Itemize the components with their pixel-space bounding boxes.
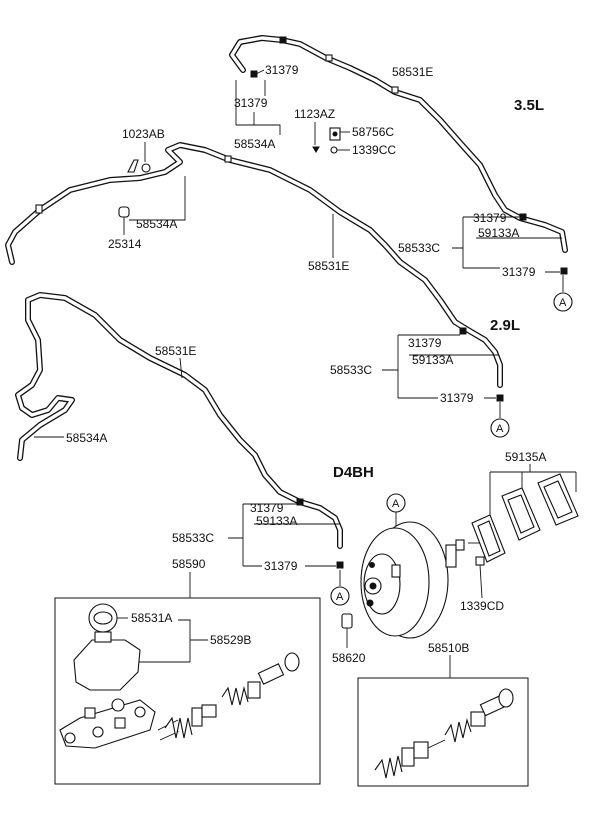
part-label-31379-d: 31379 bbox=[502, 265, 536, 279]
screw-icon bbox=[330, 146, 338, 154]
part-label-1023ab: 1023AB bbox=[122, 127, 165, 141]
part-label-1339cd: 1339CD bbox=[460, 599, 504, 613]
part-label-58756c: 58756C bbox=[352, 125, 394, 139]
clamp-icon bbox=[336, 561, 344, 569]
grommet-icon bbox=[118, 206, 130, 218]
master-cylinder-box bbox=[54, 597, 321, 785]
part-label-59133a-b: 59133A bbox=[412, 353, 453, 367]
clip-icon bbox=[35, 204, 43, 214]
part-label-31379-g: 31379 bbox=[250, 501, 284, 515]
part-label-31379-h: 31379 bbox=[264, 559, 298, 573]
bracket-icon bbox=[127, 159, 139, 173]
part-label-31379-f: 31379 bbox=[440, 391, 474, 405]
part-label-31379-c: 31379 bbox=[473, 211, 507, 225]
callout-a-letter: A bbox=[392, 498, 400, 510]
spring-icon bbox=[374, 755, 403, 779]
engine-label-2-9l: 2.9L bbox=[490, 317, 520, 334]
reservoir-icon bbox=[73, 639, 141, 691]
brake-booster: A bbox=[360, 493, 482, 639]
callout-a-letter: A bbox=[559, 297, 567, 309]
part-label-58534a-upper: 58534A bbox=[234, 137, 275, 151]
master-cylinder-assembly: 58531A 58529B bbox=[59, 603, 300, 749]
part-label-31379-e: 31379 bbox=[408, 336, 442, 350]
check-valve-group-d4bh: 31379 59133A 58533C 31379 A bbox=[172, 501, 350, 606]
bolt-icon bbox=[312, 146, 320, 153]
part-label-1339cc: 1339CC bbox=[352, 143, 396, 157]
bolt-icon bbox=[141, 163, 151, 173]
clip-icon bbox=[325, 54, 333, 62]
callout-a-circle bbox=[553, 292, 573, 312]
part-label-58531e-upper: 58531E bbox=[392, 65, 433, 79]
part-label-58531e-mid: 58531E bbox=[308, 259, 349, 273]
part-label-58533c-c: 58533C bbox=[172, 531, 214, 545]
clamp-icon bbox=[459, 327, 467, 335]
piston-kit bbox=[374, 688, 514, 779]
part-label-58510b: 58510B bbox=[428, 641, 469, 655]
gasket-group: 59135A bbox=[471, 450, 579, 563]
part-label-58531e-lower: 58531E bbox=[155, 344, 196, 358]
part-label-58534a-mid: 58534A bbox=[136, 217, 177, 231]
part-label-58590: 58590 bbox=[172, 557, 206, 571]
part-label-58534a-lower: 58534A bbox=[66, 431, 107, 445]
callout-a-letter: A bbox=[336, 591, 344, 603]
callout-a-letter: A bbox=[496, 423, 504, 435]
spring-icon bbox=[164, 716, 193, 739]
check-valve-port-icon bbox=[391, 564, 401, 578]
clamp-icon bbox=[560, 267, 568, 275]
spring-icon bbox=[221, 685, 249, 706]
part-label-31379-a: 31379 bbox=[265, 63, 299, 77]
piston-kit-box bbox=[357, 677, 529, 787]
part-label-59133a-a: 59133A bbox=[478, 226, 519, 240]
part-label-58531a: 58531A bbox=[131, 611, 172, 625]
part-label-58620: 58620 bbox=[332, 651, 366, 665]
spring-icon bbox=[444, 717, 472, 743]
part-label-59133a-c: 59133A bbox=[256, 514, 297, 528]
check-valve-group-2-9l: 31379 59133A 58533C 31379 A bbox=[330, 334, 510, 438]
part-label-59135a: 59135A bbox=[505, 450, 546, 464]
part-label-31379-b: 31379 bbox=[234, 96, 268, 110]
seal-ring-icon bbox=[284, 652, 300, 672]
part-label-58533c-b: 58533C bbox=[330, 363, 372, 377]
callout-a-circle bbox=[330, 586, 350, 606]
engine-label-3-5l: 3.5L bbox=[514, 97, 544, 114]
vacuum-pipe-d4bh bbox=[15, 292, 343, 549]
seal-ring-icon bbox=[498, 688, 514, 708]
engine-label-d4bh: D4BH bbox=[333, 464, 374, 481]
check-valve-group-3-5l: 31379 59133A 58533C 31379 A bbox=[398, 211, 573, 312]
clamp-icon bbox=[496, 394, 504, 402]
part-label-1123az: 1123AZ bbox=[294, 107, 335, 121]
callout-a-circle bbox=[490, 418, 510, 438]
clamp-icon bbox=[519, 213, 527, 221]
clamp-icon bbox=[296, 498, 304, 506]
part-label-58533c-a: 58533C bbox=[398, 241, 440, 255]
part-label-25314: 25314 bbox=[108, 237, 142, 251]
clamp-icon bbox=[279, 36, 287, 44]
part-label-58529b: 58529B bbox=[210, 633, 251, 647]
fitting-icon bbox=[341, 613, 353, 629]
clip-icon bbox=[224, 155, 232, 163]
vacuum-pipe-2-9l bbox=[5, 142, 503, 388]
clip-icon bbox=[391, 86, 399, 94]
nut-icon bbox=[475, 556, 485, 566]
